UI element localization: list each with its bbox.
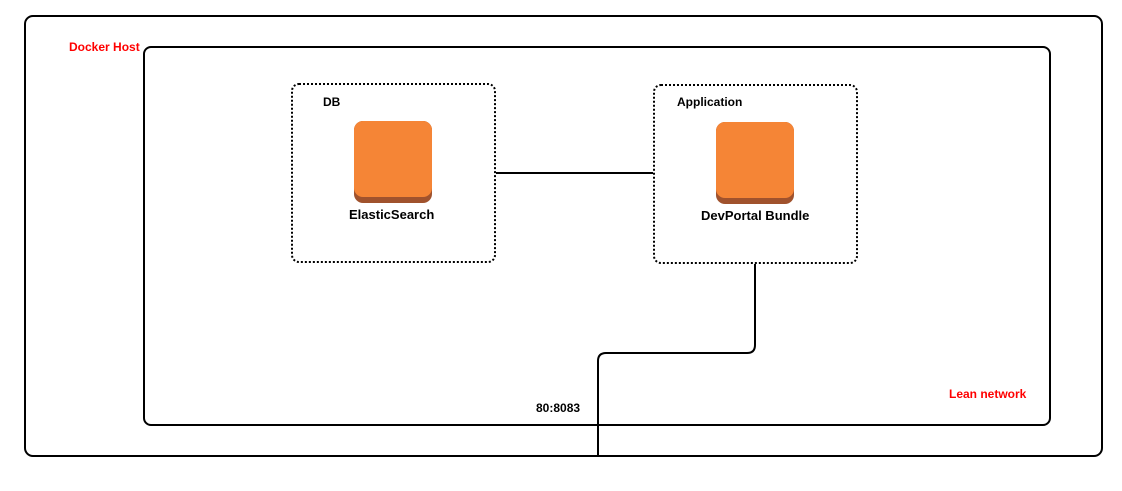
devportal-bundle-icon[interactable]: [716, 122, 794, 204]
db-container: [291, 83, 496, 263]
elasticsearch-label: ElasticSearch: [349, 207, 435, 222]
elasticsearch-icon-face: [354, 121, 432, 197]
docker-host-label: Docker Host: [69, 40, 140, 54]
devportal-bundle-icon-face: [716, 122, 794, 198]
devportal-bundle-label: DevPortal Bundle: [701, 208, 810, 223]
application-container-label: Application: [677, 95, 743, 109]
db-container-label: DB: [323, 95, 341, 109]
docker-host-boundary: [24, 15, 1103, 457]
port-mapping-label: 80:8083: [536, 401, 581, 415]
lean-network-boundary: [143, 46, 1051, 426]
lean-network-label: Lean network: [949, 387, 1027, 401]
elasticsearch-icon[interactable]: [354, 121, 432, 203]
application-container: [653, 84, 858, 264]
